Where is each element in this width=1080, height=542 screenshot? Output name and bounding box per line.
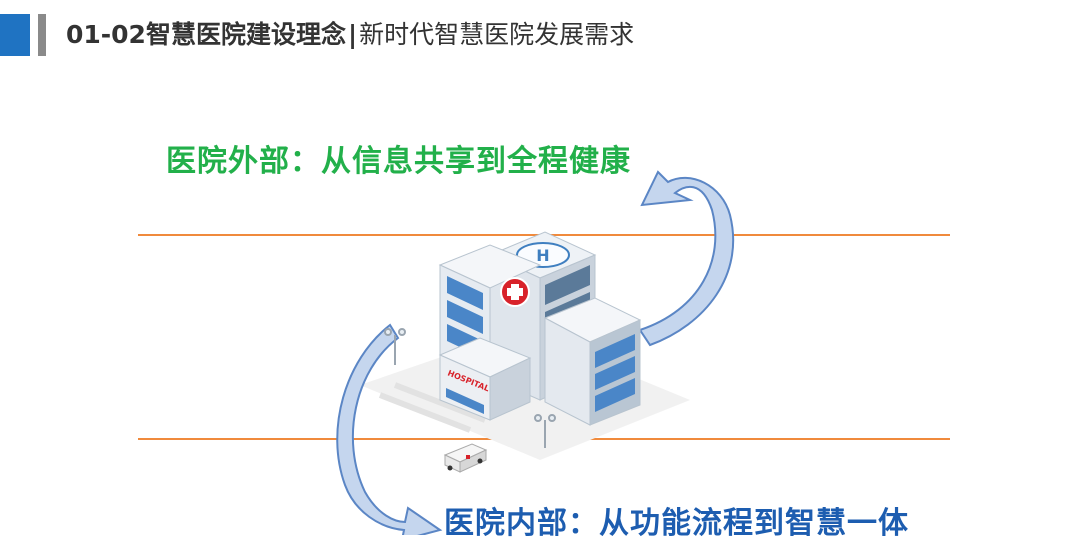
ambulance-icon [443,443,488,473]
title-subtitle: 新时代智慧医院发展需求 [359,20,635,49]
hospital-building: H HOSPITAL [438,231,642,426]
title-separator: | [347,20,358,49]
header-divider-bar [38,14,46,56]
inner-hospital-label: 医院内部：从功能流程到智慧一体 [444,506,909,541]
header-accent-bar [0,14,30,56]
outer-curved-arrow [638,170,735,347]
road-markings [378,382,487,433]
street-lamp-icon [384,328,556,448]
inner-curved-arrow [336,323,443,535]
title-section-number: 01-02智慧医院建设理念 [66,20,346,49]
page-title: 01-02智慧医院建设理念|新时代智慧医院发展需求 [66,14,634,56]
outer-hospital-label: 医院外部：从信息共享到全程健康 [166,144,631,179]
helipad-letter: H [536,246,549,265]
